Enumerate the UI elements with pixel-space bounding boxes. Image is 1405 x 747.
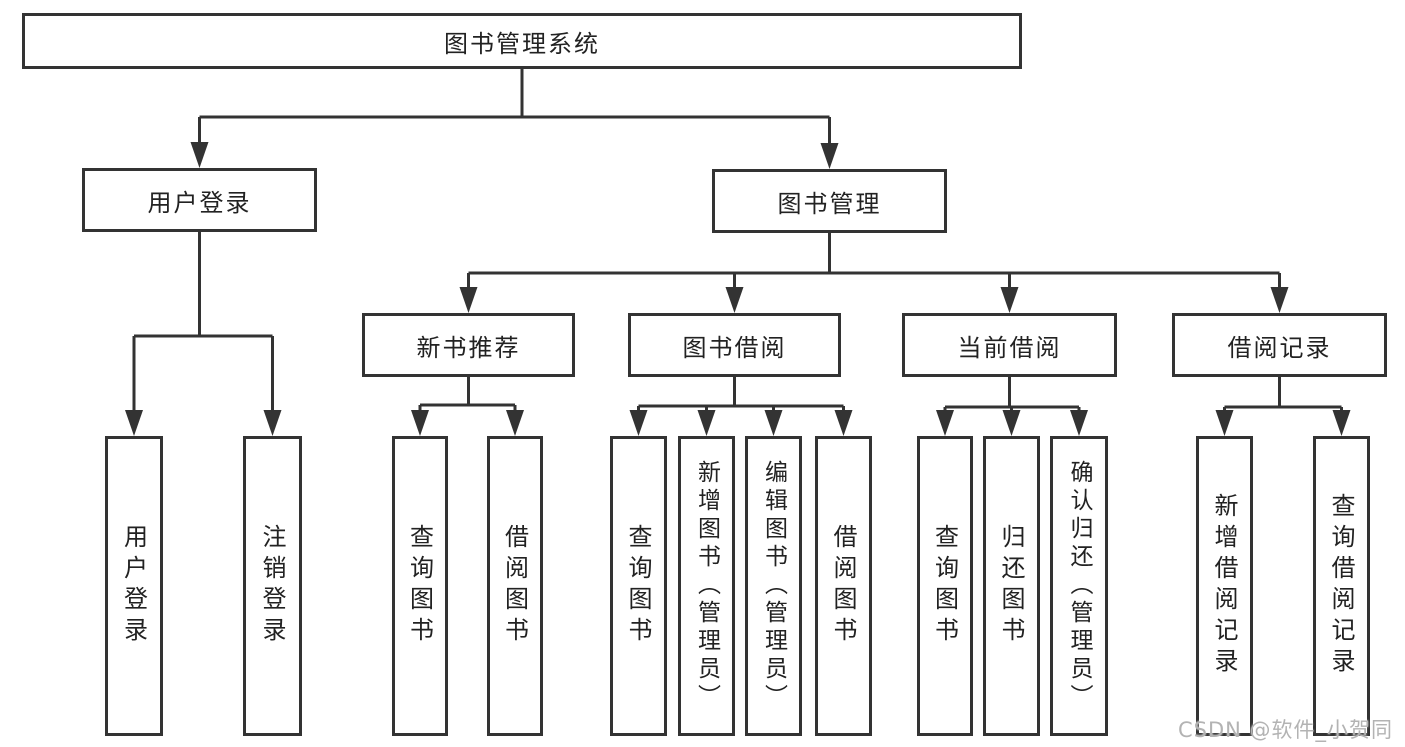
leaf-user-login: 用户登录 (105, 436, 163, 736)
leaf-label: 查询借阅记录 (1327, 493, 1355, 679)
arrowhead-icons (125, 142, 1351, 436)
node-label: 图书管理系统 (444, 29, 600, 58)
leaf-logout: 注销登录 (243, 436, 302, 736)
node-label: 当前借阅 (957, 333, 1062, 362)
leaf-label: 注销登录 (258, 524, 286, 648)
leaf-label: 新增借阅记录 (1210, 493, 1238, 679)
leaf-label: 查询图书 (405, 524, 434, 648)
node-book-management: 图书管理 (712, 169, 947, 233)
node-label: 图书管理 (777, 189, 882, 218)
leaf-borrow-books-borrowing: 借阅图书 (815, 436, 872, 736)
node-new-book-recommendation: 新书推荐 (362, 313, 575, 377)
leaf-edit-book-admin: 编辑图书（管理员） (745, 436, 802, 736)
node-label: 借阅记录 (1227, 333, 1332, 362)
leaf-query-books-current: 查询图书 (917, 436, 973, 736)
leaf-query-borrow-record: 查询借阅记录 (1313, 436, 1370, 736)
node-book-borrowing: 图书借阅 (628, 313, 841, 377)
leaf-label: 查询图书 (930, 524, 959, 648)
leaf-query-books-borrowing: 查询图书 (610, 436, 667, 736)
leaf-return-books: 归还图书 (983, 436, 1040, 736)
node-borrowing-records: 借阅记录 (1172, 313, 1387, 377)
leaf-confirm-return-admin: 确认归还（管理员） (1050, 436, 1108, 736)
leaf-label: 确认归还（管理员） (1066, 460, 1092, 712)
leaf-add-borrow-record: 新增借阅记录 (1196, 436, 1253, 736)
leaf-label: 归还图书 (997, 524, 1025, 648)
node-current-borrowing: 当前借阅 (902, 313, 1117, 377)
leaf-borrow-books-recommend: 借阅图书 (487, 436, 543, 736)
leaf-label: 查询图书 (624, 524, 652, 648)
leaf-label: 编辑图书（管理员） (760, 460, 787, 712)
leaf-label: 借阅图书 (829, 524, 857, 648)
watermark: CSDN @软件_小贺同学 (1178, 718, 1394, 742)
leaf-query-books-recommend: 查询图书 (392, 436, 448, 736)
node-library-system: 图书管理系统 (22, 13, 1022, 69)
node-label: 图书借阅 (682, 333, 787, 362)
leaf-label: 新增图书（管理员） (693, 460, 720, 712)
node-label: 用户登录 (147, 188, 252, 217)
leaf-label: 用户登录 (119, 524, 148, 648)
leaf-add-book-admin: 新增图书（管理员） (678, 436, 735, 736)
node-label: 新书推荐 (416, 333, 521, 362)
leaf-label: 借阅图书 (500, 524, 529, 648)
node-user-login: 用户登录 (82, 168, 317, 232)
